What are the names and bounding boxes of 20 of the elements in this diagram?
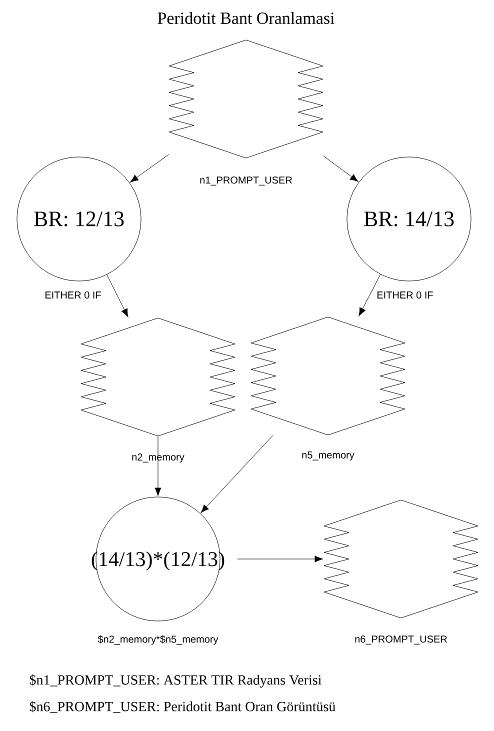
arrow [106,274,128,318]
node-caption: n2_memory [132,453,184,463]
edge-label: EITHER 0 IF [376,290,434,300]
node-caption: n1_PROMPT_USER [200,176,292,186]
arrow [323,156,358,182]
node-caption: $n2_memory*$n5_memory [98,635,218,645]
note: $n6_PROMPT_USER: Peridotit Bant Oran Görüntüsü [30,701,336,713]
arrow [154,436,162,496]
arrow [130,154,169,182]
node-caption: n6_PROMPT_USER [355,636,447,644]
note: $n1_PROMPT_USER: ASTER TIR Radyans Verisi [30,674,322,688]
node-caption: n5_memory [302,452,354,460]
arrow [200,435,274,513]
arrow [358,274,381,316]
circle-node: BR: 14/13 [346,156,472,282]
edge-label: EITHER 0 IF [44,290,102,300]
circle-node: (14/13)*(12/13) [92,496,224,622]
arrow [237,556,323,562]
title: Peridotit Bant Oranlamasi [158,12,334,24]
circle-node: BR: 12/13 [16,156,142,282]
